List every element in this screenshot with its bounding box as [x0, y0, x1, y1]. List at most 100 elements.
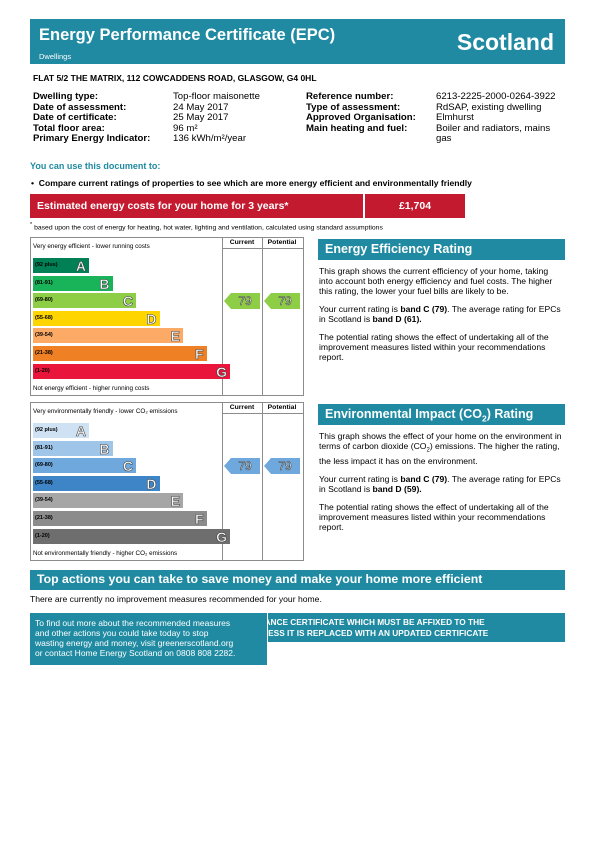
detail-value: 25 May 2017: [173, 112, 229, 123]
band-range: (1-20): [35, 532, 50, 539]
detail-row: Type of assessment:RdSAP, existing dwell…: [306, 101, 566, 114]
detail-label: Date of certificate:: [33, 112, 117, 123]
environmental-impact-text: This graph shows the effect of your home…: [319, 431, 564, 540]
arrow-polygon: [264, 457, 300, 474]
energy-paragraph-3: The potential rating shows the effect of…: [319, 332, 549, 363]
potential-rating-value: 79: [278, 293, 292, 308]
band-letter: C: [122, 458, 134, 475]
band-letter: E: [170, 493, 180, 510]
text-run: Your current rating is: [319, 304, 401, 315]
header-divider: [223, 413, 303, 414]
average-band-text: band D (61).: [372, 314, 422, 325]
details-left: Dwelling type: Top-floor maisonette Date …: [33, 91, 293, 145]
detail-row: Reference number:6213-2225-2000-0264-392…: [306, 91, 566, 103]
column-divider: [262, 238, 263, 395]
energy-cost-label: Estimated energy costs for your home for…: [37, 200, 289, 212]
detail-row: Primary Energy Indicator: 136 kWh/m²/year: [33, 133, 293, 145]
country-label: Scotland: [456, 29, 554, 55]
rating-band-a: (92 plus)A: [33, 258, 89, 274]
arrow-shape: [264, 292, 300, 309]
column-divider: [222, 403, 223, 560]
page-title: Energy Performance Certificate (EPC): [39, 26, 336, 44]
detail-row: Dwelling type: Top-floor maisonette: [33, 91, 293, 103]
text-run: . The average rating for EPCs in Scotlan…: [319, 304, 561, 325]
band-range: (39-54): [35, 497, 53, 504]
info-line-4: or contact Home Energy Scotland on 0808 …: [35, 648, 236, 658]
band-letter: D: [146, 310, 157, 327]
info-line-2: and other actions you could take today t…: [35, 628, 209, 638]
detail-label: Total floor area:: [33, 122, 105, 134]
arrow-polygon: [264, 292, 300, 309]
energy-cost-bar: Estimated energy costs for your home for…: [30, 194, 465, 218]
detail-value: 96 m²: [173, 122, 198, 134]
arrow-polygon: [224, 457, 260, 474]
env-paragraph-1: This graph shows the effect of your home…: [319, 431, 564, 466]
detail-value: 24 May 2017: [173, 101, 229, 113]
band-letter: F: [194, 511, 204, 528]
detail-label: Primary Energy Indicator:: [33, 133, 151, 144]
text-run: This graph shows the effect of your home…: [319, 431, 562, 452]
potential-rating-value: 79: [278, 458, 292, 473]
text-run: 2: [426, 447, 430, 454]
header-divider: [223, 248, 303, 249]
detail-value: Boiler and radiators, mains gas: [436, 122, 551, 144]
band-range: (39-54): [35, 332, 53, 339]
rating-band-b: (81-91)B: [33, 275, 113, 292]
band-range: (81-91): [35, 279, 53, 286]
detail-row: Total floor area: 96 m²: [33, 122, 293, 135]
band-letter: B: [99, 440, 110, 457]
chart-bottom-caption: Not energy efficient - higher running co…: [33, 385, 150, 392]
text-run: Environmental Impact (CO: [325, 407, 482, 421]
energy-cost-value: £1,704: [398, 200, 432, 212]
detail-label: Type of assessment:: [306, 101, 401, 113]
detail-label: Dwelling type:: [33, 91, 99, 102]
detail-value: Elmhurst: [436, 112, 474, 123]
environmental-impact-title: Environmental Impact (CO2) Rating: [318, 404, 565, 425]
band-range: (81-91): [35, 444, 53, 451]
current-band-text: band C (79): [400, 473, 448, 484]
chart-top-caption: Very environmentally friendly - lower CO…: [33, 408, 178, 415]
detail-label: Date of assessment:: [33, 101, 127, 113]
rating-band-e: (39-54)E: [33, 328, 183, 345]
top-actions-title: Top actions you can take to save money a…: [30, 570, 565, 590]
arrow-shape: [224, 457, 260, 474]
environmental-impact-chart: Very environmentally friendly - lower CO…: [30, 402, 304, 561]
notice-line-1: THIS PAGE IS THE ENERGY PERFORMANCE CERT…: [110, 617, 485, 627]
band-letter: F: [194, 346, 204, 363]
rating-band-d: (55-68)D: [33, 310, 160, 327]
rating-band-g: (1-20)G: [33, 363, 230, 380]
info-line-1: To find out more about the recommended m…: [35, 618, 231, 628]
chart-top-caption: Very energy efficient - lower running co…: [33, 243, 150, 250]
detail-row: Date of assessment: 24 May 2017: [33, 101, 293, 114]
band-range: (92 plus): [35, 427, 58, 433]
detail-value: Top-floor maisonette: [173, 91, 260, 102]
text-run: Your current rating is: [319, 473, 401, 484]
bullet-text: Compare current ratings of properties to…: [38, 178, 472, 188]
no-measures-text: There are currently no improvement measu…: [30, 594, 322, 604]
band-range: (69-80): [35, 297, 53, 304]
current-rating-arrow: 79: [224, 457, 260, 474]
energy-efficiency-chart: Very energy efficient - lower running co…: [30, 237, 304, 396]
rating-band-e: (39-54) E: [33, 493, 183, 510]
notice-line-2: DWELLING AND NOT BE REMOVED UNLESS IT IS…: [106, 628, 489, 638]
cost-footnote: * based upon the cost of energy for heat…: [30, 222, 383, 232]
detail-value: 6213-2225-2000-0264-3922: [436, 91, 556, 102]
more-info-box: To find out more about the recommended m…: [30, 613, 267, 665]
band-letter: D: [146, 475, 157, 492]
detail-row: Approved Organisation:Elmhurst: [306, 112, 566, 124]
current-column-header: Current: [229, 404, 255, 411]
use-document-heading: You can use this document to:: [30, 161, 161, 171]
text-run: ) emissions. The higher the rating, the …: [319, 441, 560, 467]
env-paragraph-2: Your current rating is band C (79). The …: [319, 474, 564, 494]
energy-efficiency-title: Energy Efficiency Rating: [318, 239, 565, 260]
property-address: FLAT 5/2 THE MATRIX, 112 COWCADDENS ROAD…: [33, 73, 317, 83]
detail-label: Main heating and fuel:: [306, 122, 408, 134]
detail-value: 136 kWh/m²/year: [173, 133, 247, 144]
band-range: (21-38): [35, 515, 53, 521]
rating-band-f: (21-38)F: [33, 346, 207, 363]
energy-efficiency-text: This graph shows the current efficiency …: [319, 266, 564, 370]
cost-divider: [363, 194, 365, 218]
page-subtitle: Dwellings: [39, 52, 72, 61]
detail-row: Date of certificate: 25 May 2017: [33, 112, 293, 124]
band-range: (69-80): [35, 462, 53, 469]
